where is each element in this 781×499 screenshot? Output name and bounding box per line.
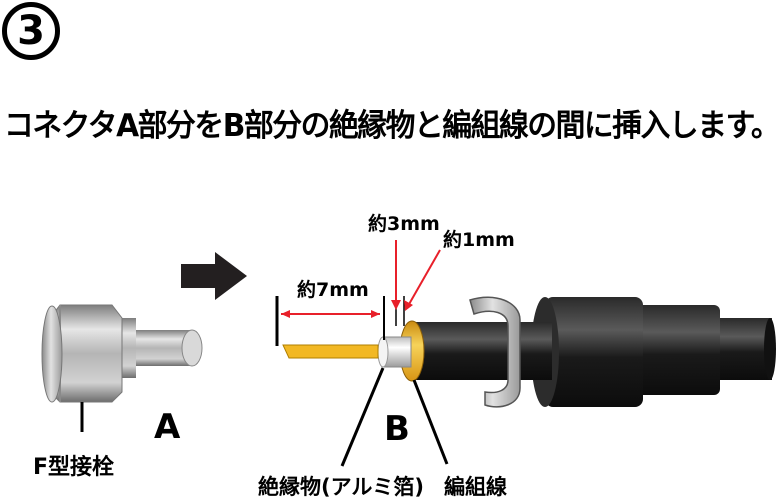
insulator-length-label: 約3mm (368, 212, 440, 235)
connector-name-label: F型接栓 (33, 455, 114, 480)
instruction-heading: コネクタA部分をB部分の絶縁物と編組線の間に挿入します。 (4, 108, 781, 144)
braid-label: 編組線 (444, 475, 507, 499)
insulator-leader-line (340, 367, 385, 467)
coaxial-cable (282, 296, 776, 408)
braid-length-label: 約1mm (443, 228, 515, 251)
insulator-label: 絶縁物(アルミ箔) (258, 475, 424, 499)
part-b-letter: B (384, 409, 410, 449)
insertion-arrow (181, 252, 247, 300)
braid-leader-line (412, 379, 449, 465)
step-number: 3 (17, 8, 45, 54)
f-type-connector (41, 304, 203, 403)
core-length-label: 約7mm (297, 278, 369, 301)
dimension-markers (275, 240, 441, 346)
step-number-badge: 3 (2, 2, 60, 60)
connector-a-letter: A (154, 407, 181, 447)
